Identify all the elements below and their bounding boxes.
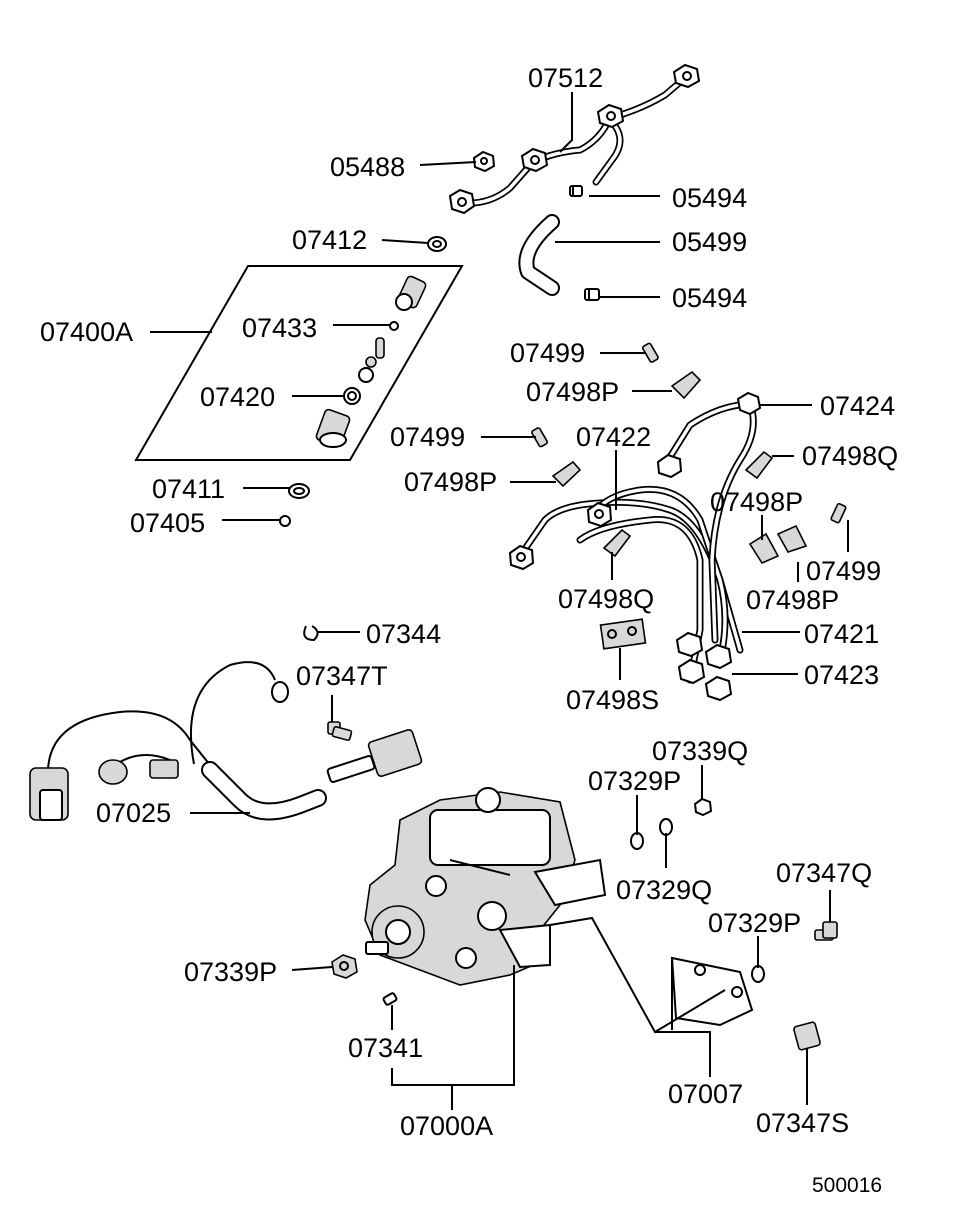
injection-pipe-07512[interactable] — [448, 63, 701, 215]
label-07000A[interactable]: 07000A — [400, 1111, 493, 1141]
label-07025[interactable]: 07025 — [96, 798, 171, 828]
label-07422[interactable]: 07422 — [576, 422, 651, 452]
label-07339P[interactable]: 07339P — [184, 957, 277, 987]
nut-07339P[interactable] — [331, 954, 358, 979]
label-07498Q-mid[interactable]: 07498Q — [558, 584, 654, 614]
pipe-nuts-07421-07423[interactable] — [675, 631, 733, 702]
clamp-07498S[interactable] — [599, 618, 647, 650]
pipe-nut-left[interactable] — [508, 544, 535, 571]
label-07512[interactable]: 07512 — [528, 63, 603, 93]
label-05494-upper[interactable]: 05494 — [672, 183, 747, 213]
label-05499[interactable]: 05499 — [672, 227, 747, 257]
label-07411[interactable]: 07411 — [152, 474, 225, 504]
o-ring-07433[interactable] — [389, 321, 399, 331]
injection-pipes[interactable] — [516, 400, 757, 684]
connector[interactable] — [326, 729, 423, 783]
screw-07499-right[interactable] — [830, 503, 847, 524]
label-07498P-top[interactable]: 07498P — [526, 377, 619, 407]
clamp-05494-lower[interactable] — [584, 288, 600, 301]
clamp-07498Q-mid[interactable] — [602, 528, 632, 558]
leader-lines — [150, 92, 849, 1110]
bolt-07347T[interactable] — [327, 721, 353, 742]
label-07344[interactable]: 07344 — [366, 619, 441, 649]
clip-07344[interactable] — [303, 625, 319, 642]
washer-07329P-a[interactable] — [630, 832, 644, 850]
label-05488[interactable]: 05488 — [330, 152, 405, 182]
bolt-07347Q[interactable] — [814, 921, 838, 941]
part-labels: 07512 05488 05494 07412 05499 05494 0740… — [40, 63, 898, 1197]
harness-07025[interactable] — [29, 661, 327, 821]
washer-07412[interactable] — [427, 236, 447, 252]
label-07347S[interactable]: 07347S — [756, 1108, 849, 1138]
label-07498Q-right[interactable]: 07498Q — [802, 441, 898, 471]
label-07329P-a[interactable]: 07329P — [588, 766, 681, 796]
hose-05499[interactable] — [518, 214, 560, 296]
label-07341[interactable]: 07341 — [348, 1033, 423, 1063]
retaining-nut[interactable] — [315, 408, 351, 448]
pipe-nut-07422[interactable] — [586, 501, 613, 528]
nozzle-07420[interactable] — [343, 387, 361, 405]
bolt-07347S[interactable] — [793, 1021, 821, 1051]
label-07400A[interactable]: 07400A — [40, 317, 133, 347]
nut-07339Q[interactable] — [693, 797, 713, 817]
clamp-05494-upper[interactable] — [569, 185, 583, 197]
spring-07420-upper[interactable] — [358, 337, 385, 383]
label-07499-right[interactable]: 07499 — [806, 556, 881, 586]
label-07498S[interactable]: 07498S — [566, 685, 659, 715]
label-07007[interactable]: 07007 — [668, 1079, 743, 1109]
label-07339Q[interactable]: 07339Q — [652, 736, 748, 766]
label-07424[interactable]: 07424 — [820, 391, 895, 421]
key-07341[interactable] — [382, 992, 398, 1006]
gasket-07411[interactable] — [288, 483, 310, 499]
label-05494-lower[interactable]: 05494 — [672, 283, 747, 313]
label-07499-top[interactable]: 07499 — [510, 338, 585, 368]
label-07499-mid[interactable]: 07499 — [390, 422, 465, 452]
injection-pump-07000A[interactable] — [364, 787, 576, 986]
nozzle-holder-07400A-box — [134, 265, 464, 461]
label-07498P-lower[interactable]: 07498P — [746, 585, 839, 615]
washer-07405[interactable] — [279, 515, 291, 527]
label-07420[interactable]: 07420 — [200, 382, 275, 412]
label-07421[interactable]: 07421 — [804, 619, 879, 649]
nut-05488[interactable] — [472, 150, 496, 173]
label-07423[interactable]: 07423 — [804, 660, 879, 690]
label-07412[interactable]: 07412 — [292, 225, 367, 255]
clamp-07498Q-right[interactable] — [744, 450, 774, 480]
pipe-nut-07424[interactable] — [656, 391, 762, 479]
label-07433[interactable]: 07433 — [242, 313, 317, 343]
screw-07499-mid[interactable] — [531, 427, 549, 448]
clamp-07498P-pair[interactable] — [748, 524, 808, 565]
clamp-07498P-mid[interactable] — [551, 460, 582, 488]
washer-07329P-b[interactable] — [751, 965, 765, 983]
nozzle-holder-body[interactable] — [395, 275, 427, 311]
bracket-07007[interactable] — [533, 858, 754, 1027]
washer-07329Q[interactable] — [659, 818, 673, 836]
label-07347Q[interactable]: 07347Q — [776, 858, 872, 888]
screw-07499-top[interactable] — [641, 342, 659, 363]
label-07405[interactable]: 07405 — [130, 508, 205, 538]
label-07498P-mid[interactable]: 07498P — [404, 467, 497, 497]
label-07329Q[interactable]: 07329Q — [616, 875, 712, 905]
figure-number: 500016 — [812, 1174, 882, 1197]
clamp-07498P-top[interactable] — [670, 370, 702, 400]
label-07347T[interactable]: 07347T — [296, 661, 388, 691]
label-07329P-b[interactable]: 07329P — [708, 908, 801, 938]
label-07498P-right[interactable]: 07498P — [710, 487, 803, 517]
